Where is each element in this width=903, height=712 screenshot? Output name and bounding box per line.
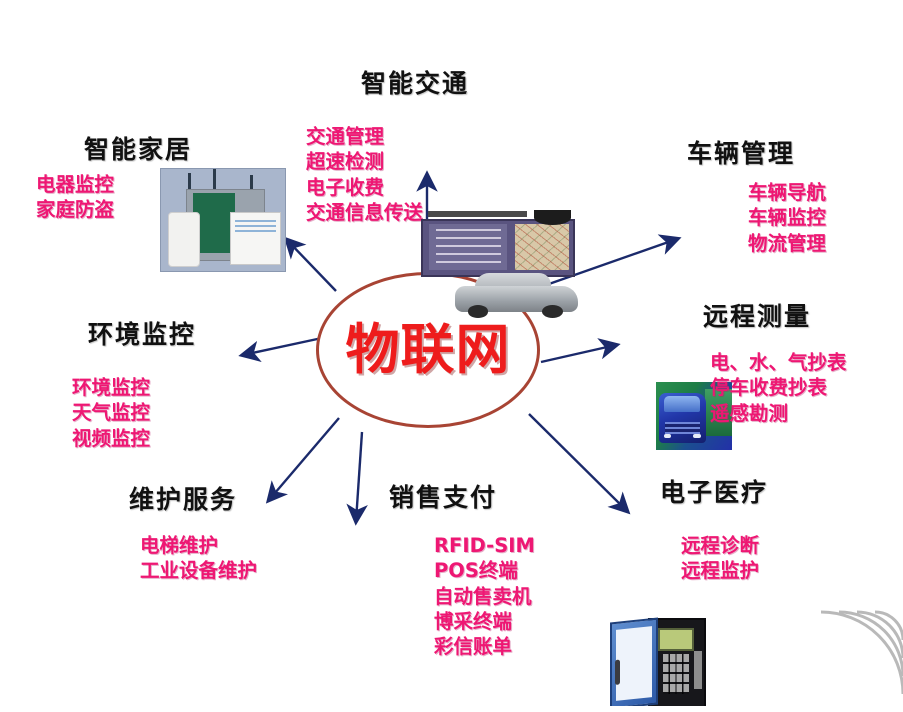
node-title-remote-metering: 远程测量 — [703, 302, 812, 331]
thumb-remote-metering — [610, 616, 706, 706]
central-hub-label: 物联网 — [345, 318, 511, 381]
node-remote-metering: 远程测量 电、水、气抄表 停车收费抄表 遥感勘测 — [0, 284, 903, 706]
node-smart-home: 智能家居 电器监控 家庭防盗 — [0, 0, 903, 272]
node-title-e-health: 电子医疗 — [660, 478, 769, 507]
node-title-smart-transport: 智能交通 — [361, 69, 470, 98]
node-maintenance-service: 维护服务 电梯维护 工业设备维护 — [0, 456, 903, 582]
node-e-health: 电子医疗 远程诊断 远程监护 — [0, 478, 903, 664]
node-title-maintenance-service: 维护服务 — [129, 485, 238, 514]
node-items-e-health: 远程诊断 远程监护 — [681, 534, 760, 583]
node-vehicle-management: 车辆管理 车辆导航 车辆监控 物流管理 — [0, 139, 903, 450]
node-title-environment-monitoring: 环境监控 — [88, 320, 197, 349]
node-environment-monitoring: 环境监控 环境监控 天气监控 视频监控 — [0, 320, 903, 456]
node-items-environment-monitoring: 环境监控 天气监控 视频监控 — [72, 376, 151, 450]
thumb-smart-transport — [418, 210, 588, 322]
thumb-vehicle-management — [656, 382, 732, 450]
node-title-vehicle-management: 车辆管理 — [687, 139, 796, 168]
node-items-sales-payment: RFID-SIM POS终端 自动售卖机 博采终端 彩信账单 — [434, 534, 535, 659]
node-items-maintenance-service: 电梯维护 工业设备维护 — [140, 534, 258, 583]
central-hub-circle: 物联网 — [316, 272, 540, 428]
node-title-smart-home: 智能家居 — [84, 135, 193, 164]
node-items-remote-metering: 电、水、气抄表 停车收费抄表 遥感勘测 — [710, 351, 847, 425]
node-sales-payment: 销售支付 RFID-SIM POS终端 自动售卖机 博采终端 彩信账单 — [0, 483, 903, 658]
node-items-smart-home: 电器监控 家庭防盗 — [36, 173, 115, 222]
thumb-smart-home — [160, 168, 286, 272]
node-items-vehicle-management: 车辆导航 车辆监控 物流管理 — [748, 181, 827, 255]
node-title-sales-payment: 销售支付 — [389, 483, 498, 512]
node-items-smart-transport: 交通管理 超速检测 电子收费 交通信息传送 — [306, 125, 424, 225]
